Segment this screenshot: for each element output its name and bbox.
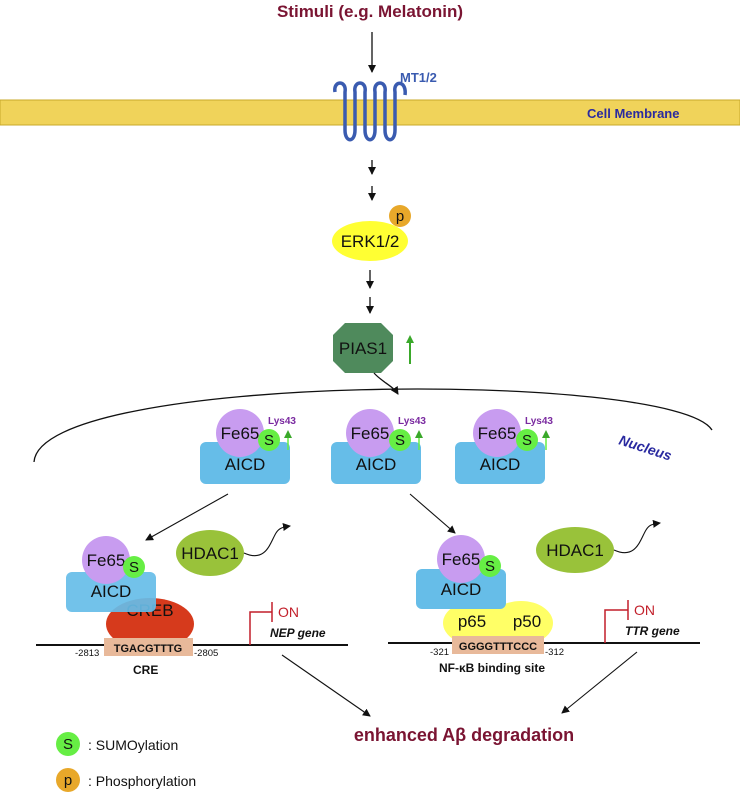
cre-label: CRE xyxy=(133,663,158,677)
aicd-box xyxy=(331,442,421,484)
nfkb-promoter-complex: p65 p50 AICD Fe65 S xyxy=(416,535,553,645)
sumo-badge-label: S xyxy=(395,432,405,449)
p50-label: p50 xyxy=(513,612,541,631)
sumo-badge xyxy=(258,429,280,451)
fe65-circle xyxy=(346,409,394,457)
sumo-badge xyxy=(389,429,411,451)
erk-node xyxy=(332,221,408,261)
nep-promoter-on-line xyxy=(249,611,272,645)
fe65-label: Fe65 xyxy=(221,424,260,443)
lys43-label: Lys43 xyxy=(268,416,296,427)
hdac1-left-node xyxy=(176,530,244,576)
legend-phospho-text: : Phosphorylation xyxy=(88,773,196,789)
ttr-on-label: ON xyxy=(634,602,655,618)
sumo-badge-label: S xyxy=(129,559,139,576)
outcome-label: enhanced Aβ degradation xyxy=(354,725,574,745)
sumo-badge xyxy=(479,555,501,577)
aicd-label: AICD xyxy=(356,455,397,474)
nfkb-start-pos: -321 xyxy=(430,647,449,658)
fe65-circle xyxy=(473,409,521,457)
stimuli-label: Stimuli (e.g. Melatonin) xyxy=(277,2,463,21)
cre-sequence: TGACGTTTG xyxy=(114,643,182,655)
fe65-label: Fe65 xyxy=(351,424,390,443)
nep-gene-label: NEP gene xyxy=(270,626,326,640)
cre-sequence-box xyxy=(104,638,193,656)
legend-phospho-badge-label: p xyxy=(64,772,72,789)
sumo-badge-label: S xyxy=(264,432,274,449)
nfkb-end-pos: -312 xyxy=(545,647,564,658)
aicd-box xyxy=(200,442,290,484)
fe65-aicd-complex-1: AICD Fe65 S Lys43 xyxy=(200,409,296,484)
cre-start-pos: -2813 xyxy=(75,648,99,659)
cell-membrane xyxy=(0,99,740,126)
legend-sumo-icon xyxy=(56,732,80,756)
aicd-label: AICD xyxy=(91,582,132,601)
fe65-label: Fe65 xyxy=(87,551,126,570)
sumo-badge-label: S xyxy=(485,558,495,575)
sumo-badge xyxy=(516,429,538,451)
aicd-box xyxy=(455,442,545,484)
fe65-label: Fe65 xyxy=(478,424,517,443)
fe65-circle xyxy=(82,536,130,584)
fe65-aicd-complex-3: AICD Fe65 S Lys43 xyxy=(455,409,553,484)
hdac1-right-exit-arrow xyxy=(613,519,661,554)
arrow-complex-to-nfkb xyxy=(409,493,456,534)
p65-node xyxy=(443,601,507,645)
hdac1-right-label: HDAC1 xyxy=(546,541,604,560)
arrow-nep-to-outcome xyxy=(281,654,371,717)
nucleus-envelope xyxy=(33,388,713,463)
fe65-aicd-complex-2: AICD Fe65 S Lys43 xyxy=(331,409,426,484)
hdac1-left-exit-arrow xyxy=(243,523,291,557)
legend-sumo-badge-label: S xyxy=(63,736,73,753)
nfkb-sequence-box xyxy=(452,636,544,654)
erk-label: ERK1/2 xyxy=(341,232,400,251)
aicd-label: AICD xyxy=(480,455,521,474)
nfkb-site-label: NF-κB binding site xyxy=(439,661,545,675)
nfkb-sequence: GGGGTTTCCC xyxy=(459,641,537,653)
fe65-circle xyxy=(216,409,264,457)
ttr-promoter-on-line xyxy=(604,609,628,643)
lys43-label: Lys43 xyxy=(398,416,426,427)
arrow-ttr-to-outcome xyxy=(561,651,638,714)
nep-on-label: ON xyxy=(278,604,299,620)
arrow-complex-to-cre xyxy=(145,493,229,541)
hdac1-left-label: HDAC1 xyxy=(181,544,239,563)
p50-node xyxy=(489,601,553,645)
fe65-circle xyxy=(437,535,485,583)
lys43-label: Lys43 xyxy=(525,416,553,427)
mt-receptor-icon xyxy=(333,81,407,142)
aicd-box xyxy=(66,572,156,612)
cre-end-pos: -2805 xyxy=(194,648,218,659)
ttr-gene-label: TTR gene xyxy=(625,624,680,638)
phospho-badge xyxy=(389,205,411,227)
legend-sumo-text: : SUMOylation xyxy=(88,737,178,753)
sumo-badge-label: S xyxy=(522,432,532,449)
pias1-node xyxy=(333,323,393,373)
fe65-label: Fe65 xyxy=(442,550,481,569)
arrow-pias1-to-complex xyxy=(373,372,399,395)
legend-phospho-icon xyxy=(56,768,80,792)
hdac1-right-node xyxy=(536,527,614,573)
pias1-label: PIAS1 xyxy=(339,339,387,358)
p65-label: p65 xyxy=(458,612,486,631)
aicd-box xyxy=(416,569,506,609)
aicd-label: AICD xyxy=(441,580,482,599)
aicd-label: AICD xyxy=(225,455,266,474)
cre-promoter-complex: CREB AICD Fe65 S xyxy=(66,536,194,650)
receptor-label: MT1/2 xyxy=(400,70,437,85)
membrane-label: Cell Membrane xyxy=(587,106,679,121)
legend: S : SUMOylation p : Phosphorylation xyxy=(56,732,196,792)
nucleus-label: Nucleus xyxy=(617,432,674,464)
phospho-badge-label: p xyxy=(396,208,404,225)
sumo-badge xyxy=(123,556,145,578)
